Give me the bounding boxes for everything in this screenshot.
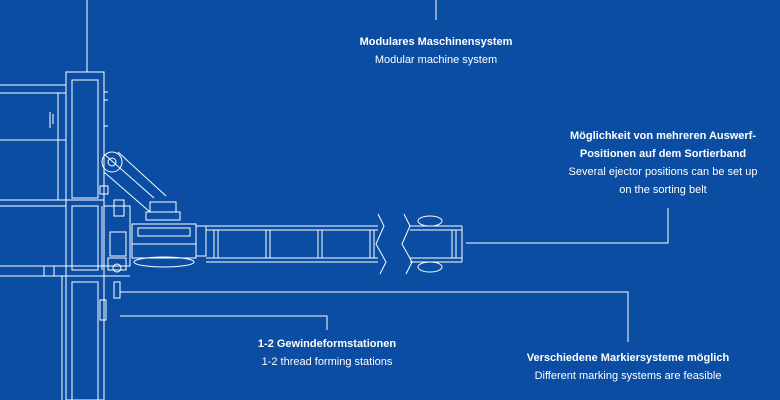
callout-thread-forming: 1-2 Gewindeformstationen 1-2 thread form… [222, 335, 432, 371]
sorting-belt-segment [206, 213, 387, 275]
robot-arm [99, 151, 181, 221]
leader-ejector [466, 208, 669, 244]
callout-ejector-en-line1: Several ejector positions can be set up [568, 166, 758, 178]
marking-unit [131, 223, 207, 268]
leader-lines [86, 0, 669, 342]
callout-modular-de: Modulares Maschinensystem [359, 36, 513, 48]
callout-modular-en: Modular machine system [374, 54, 498, 66]
callout-ejector-positions: Möglichkeit von mehreren Auswerf- Positi… [548, 127, 778, 199]
callout-marking-en: Different marking systems are feasible [534, 370, 722, 382]
callout-modular-system: Modulares Maschinensystem Modular machin… [336, 33, 536, 69]
leader-marking [120, 291, 629, 342]
callout-ejector-de-line1: Möglichkeit von mehreren Auswerf- [569, 130, 757, 142]
sorting-belt-end-segment [401, 213, 463, 275]
callout-marking-de: Verschiedene Markiersysteme möglich [526, 352, 730, 364]
callout-thread-en: 1-2 thread forming stations [261, 356, 393, 368]
callout-marking-systems: Verschiedene Markiersysteme möglich Diff… [513, 349, 743, 385]
thread-forming-station [103, 205, 131, 273]
machine-frame [0, 71, 130, 400]
callout-ejector-de-line2: Positionen auf dem Sortierband [579, 148, 747, 160]
leader-thread [120, 315, 328, 330]
callout-ejector-en-line2: on the sorting belt [619, 184, 707, 196]
callout-thread-de: 1-2 Gewindeformstationen [257, 338, 397, 350]
